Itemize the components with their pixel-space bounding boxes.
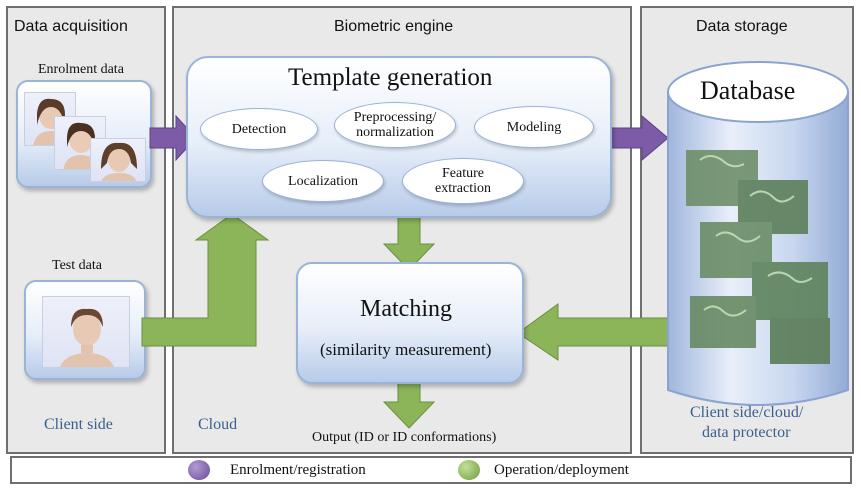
test-face-photo <box>42 296 130 368</box>
test-data-box <box>24 280 146 380</box>
enrolment-data-label: Enrolment data <box>38 62 124 77</box>
template-images <box>686 150 830 364</box>
enrolment-legend-icon <box>188 460 210 480</box>
detection-step: Detection <box>200 108 318 150</box>
matching-subtitle: (similarity measurement) <box>320 340 492 359</box>
legend: Enrolment/registration Operation/deploym… <box>10 456 852 484</box>
face-icon <box>59 308 115 367</box>
modeling-step: Modeling <box>474 106 594 148</box>
cloud-label: Cloud <box>198 416 238 433</box>
panel-title-acquisition: Data acquisition <box>14 18 128 35</box>
panel-title-storage: Data storage <box>696 18 788 35</box>
preprocessing-step: Preprocessing/normalization <box>334 102 456 148</box>
operation-arrow-database <box>517 303 677 361</box>
face-icon <box>63 122 99 169</box>
test-data-label: Test data <box>52 258 102 273</box>
panel-title-engine: Biometric engine <box>334 18 454 35</box>
storage-footer-line2: data protector <box>702 424 791 441</box>
output-label: Output (ID or ID conformations) <box>312 430 497 445</box>
enrolment-face-photo <box>90 138 146 182</box>
enrolment-legend-label: Enrolment/registration <box>230 462 366 478</box>
modeling-label: Modeling <box>506 119 562 135</box>
database-label: Database <box>700 76 796 105</box>
template-generation-title: Template generation <box>288 64 493 91</box>
operation-arrow-test <box>141 213 270 347</box>
feature-label-line1: Feature <box>442 166 484 181</box>
preprocessing-label: Preprocessing/normalization <box>354 110 436 140</box>
preprocessing-label-line2: normalization <box>356 125 434 140</box>
storage-footer-line1: Client side/cloud/ <box>690 404 804 421</box>
face-icon <box>101 142 137 181</box>
localization-label: Localization <box>288 173 358 189</box>
client-side-label: Client side <box>44 416 113 433</box>
preprocessing-label-line1: Preprocessing/ <box>353 110 437 125</box>
matching-title: Matching <box>360 296 452 322</box>
enrolment-data-box <box>16 80 152 188</box>
database-cylinder <box>667 61 849 406</box>
feature-label-line2: extraction <box>435 181 491 196</box>
detection-label: Detection <box>231 121 287 137</box>
operation-arrow-down-matching <box>382 209 436 271</box>
localization-step: Localization <box>262 160 384 202</box>
matching-box: Matching (similarity measurement) <box>296 262 524 384</box>
operation-legend-icon <box>458 460 480 480</box>
operation-legend-label: Operation/deployment <box>494 462 629 478</box>
operation-arrow-output <box>382 377 436 429</box>
